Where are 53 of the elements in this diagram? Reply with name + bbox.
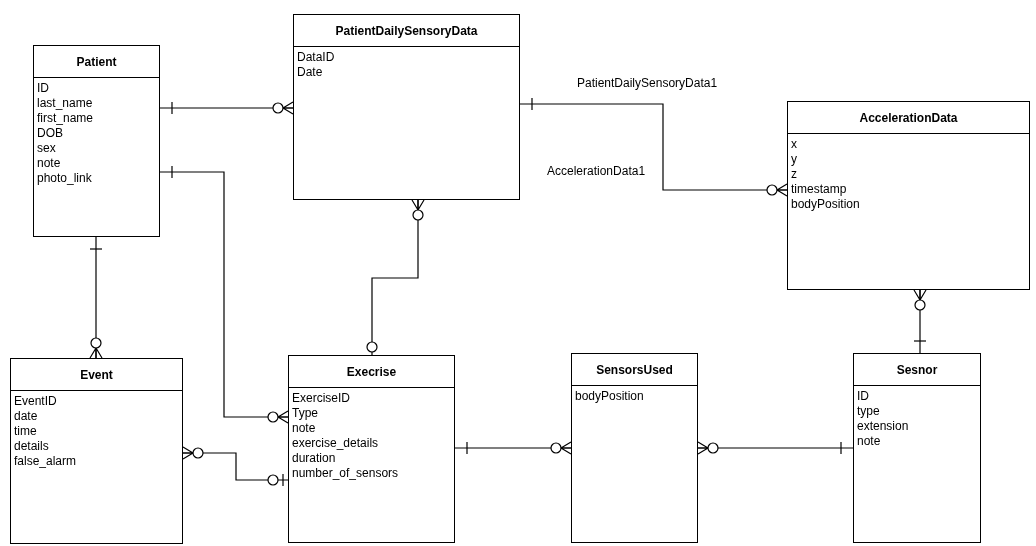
attribute-name: type	[857, 404, 880, 419]
attribute-name: EventID	[14, 394, 57, 409]
attribute-name: ID	[857, 389, 869, 404]
relationship-line	[366, 199, 425, 356]
entity-table	[293, 14, 520, 200]
attribute-name: DOB	[37, 126, 63, 141]
relationship-line	[159, 165, 289, 424]
attribute-name: photo_link	[37, 171, 92, 186]
attribute-name: DataID	[297, 50, 335, 65]
attribute-name: note	[857, 434, 881, 449]
relationship-line	[697, 441, 854, 455]
attribute-name: y	[791, 152, 797, 167]
entity-table	[10, 358, 183, 544]
entity-table	[853, 353, 981, 543]
attribute-name: exercise_details	[292, 436, 379, 451]
attribute-name: sex	[37, 141, 56, 156]
entity-name: AccelerationData	[859, 109, 958, 127]
attribute-name: Type	[292, 406, 318, 421]
relationship-line	[519, 97, 788, 197]
entity-name: PatientDailySensoryData	[335, 22, 478, 40]
entity-name: SensorsUsed	[596, 361, 673, 379]
attribute-name: x	[791, 137, 797, 152]
attribute-name: extension	[857, 419, 909, 434]
attribute-name: bodyPosition	[575, 389, 644, 404]
entity-table	[787, 101, 1030, 290]
attribute-name: timestamp	[791, 182, 847, 197]
attribute-name: note	[37, 156, 61, 171]
attribute-name: last_name	[37, 96, 93, 111]
relationship-line	[159, 101, 294, 115]
attribute-name: ID	[37, 81, 49, 96]
attribute-name: number_of_sensors	[292, 466, 399, 481]
attribute-name: ExerciseID	[292, 391, 350, 406]
attribute-name: details	[14, 439, 49, 454]
relationship-line	[454, 441, 572, 455]
attribute-name: Date	[297, 65, 323, 80]
relationship-line	[913, 289, 927, 354]
entity-name: Sesnor	[896, 361, 938, 379]
attribute-name: bodyPosition	[791, 197, 860, 212]
attribute-name: date	[14, 409, 38, 424]
attribute-name: time	[14, 424, 37, 439]
relationship-line	[182, 446, 289, 487]
attribute-name: z	[791, 167, 797, 182]
entity-name: Event	[80, 366, 113, 384]
entity-table	[288, 355, 455, 543]
relationship-line	[89, 236, 103, 359]
entity-table	[571, 353, 698, 543]
entity-name: Patient	[76, 53, 117, 71]
attribute-name: false_alarm	[14, 454, 77, 469]
entity-name: Execrise	[346, 363, 397, 381]
attribute-name: note	[292, 421, 316, 436]
attribute-name: first_name	[37, 111, 94, 126]
entity-table	[33, 45, 160, 237]
attribute-name: duration	[292, 451, 336, 466]
